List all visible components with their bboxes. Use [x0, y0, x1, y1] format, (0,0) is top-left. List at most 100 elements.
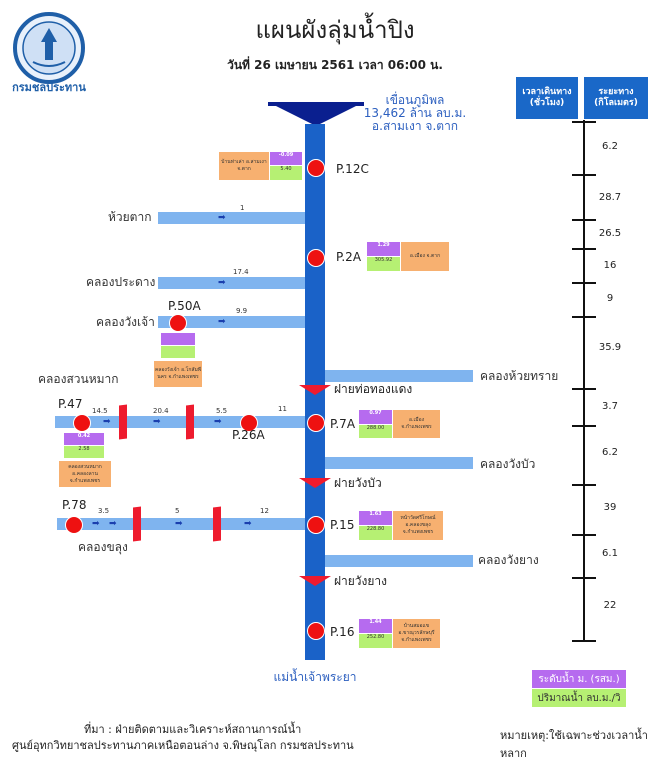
- p15-flow-box: 228.80: [359, 526, 392, 540]
- p50a-flow-box: [161, 346, 195, 358]
- timeline-value: 26.5: [598, 228, 622, 239]
- weir-label-wang-yang: ฝายวังยาง: [334, 574, 388, 588]
- station-p12c-marker[interactable]: [307, 159, 325, 177]
- weir-tho-thong-daeng-icon: [299, 385, 331, 395]
- timeline-value: 6.2: [602, 141, 618, 152]
- station-p15-marker[interactable]: [307, 516, 325, 534]
- station-p2a-label: P.2A: [336, 250, 362, 264]
- station-p47-marker[interactable]: [73, 414, 91, 432]
- tributary-khlong-wang-yang: [325, 555, 473, 567]
- timeline-value: 9: [606, 293, 614, 304]
- distance-label: 3.5: [98, 507, 110, 515]
- station-p50a-label: P.50A: [168, 299, 201, 313]
- timeline-value: 35.9: [598, 342, 622, 353]
- distance-label: 12: [260, 507, 269, 515]
- timeline-value: 28.7: [598, 192, 622, 203]
- flow-arrow-icon: ➡: [244, 519, 252, 529]
- source-line-2: ศูนย์อุทกวิทยาชลประทานภาคเหนือตอนล่าง จ.…: [12, 739, 354, 752]
- timeline-tick: [572, 248, 596, 250]
- station-p2a-marker[interactable]: [307, 249, 325, 267]
- station-p26a-marker[interactable]: [240, 414, 258, 432]
- timeline-axis: [583, 120, 585, 642]
- station-p78-marker[interactable]: [65, 516, 83, 534]
- distance-label: 1: [240, 204, 245, 212]
- p12c-level-box: -0.09: [270, 152, 302, 165]
- column-header-travel-time: เวลาเดินทาง (ชั่วโมง): [516, 77, 578, 119]
- weir-gate-icon: [213, 506, 221, 542]
- distance-label: 9.9: [236, 307, 248, 315]
- logo-text: กรมชลประทาน: [12, 81, 86, 94]
- p16-flow-box: 252.80: [359, 634, 392, 648]
- tributary-khlong-wang-chao: [158, 316, 305, 328]
- station-p12c-label: P.12C: [336, 162, 369, 176]
- dam-location: อ.สามเงา จ.ตาก: [371, 119, 459, 133]
- p7a-level-box: 0.97: [359, 410, 392, 424]
- p50a-place-box: คลองวังเจ้า อ.โกสัมพีนคร จ.กำแพงเพชร: [154, 361, 202, 387]
- station-p78-label: P.78: [62, 498, 87, 512]
- p50a-level-box: [161, 333, 195, 345]
- weir-label-tho-thong-daeng: ฝายท่อทองแดง: [334, 382, 413, 396]
- tributary-label-khlong-suan-mak: คลองสวนหมาก: [38, 372, 119, 386]
- flow-arrow-icon: ➡: [92, 519, 100, 529]
- station-p16-label: P.16: [330, 625, 355, 639]
- timeline-tick: [572, 219, 596, 221]
- tributary-label-khlong-khlung: คลองขลุง: [78, 540, 128, 554]
- legend-water-flow: ปริมาณน้ำ ลบ.ม./วิ: [532, 689, 626, 707]
- station-p50a-marker[interactable]: [169, 314, 187, 332]
- weir-gate-icon: [186, 404, 194, 440]
- p15-level-box: 1.63: [359, 511, 392, 525]
- flow-arrow-icon: ➡: [218, 317, 226, 327]
- flow-arrow-icon: ➡: [218, 213, 226, 223]
- p47-flow-box: 2.58: [64, 446, 104, 458]
- distance-label: 14.5: [92, 407, 108, 415]
- tributary-label-khlong-pradang: คลองประดาง: [86, 275, 156, 289]
- station-p7a-marker[interactable]: [307, 414, 325, 432]
- weir-wang-yang-icon: [299, 576, 331, 586]
- timeline-value: 16: [603, 260, 617, 271]
- dam-label: เขื่อนภูมิพล 13,462 ล้าน ลบ.ม. อ.สามเงา …: [360, 94, 470, 133]
- tributary-label-khlong-wang-chao: คลองวังเจ้า: [96, 315, 155, 329]
- p7a-place-box: อ.เมือง จ.กำแพงเพชร: [393, 410, 440, 438]
- weir-wang-bua-icon: [299, 478, 331, 488]
- timeline-tick: [572, 484, 596, 486]
- page-title: แผนผังลุ่มน้ำปิง: [255, 16, 415, 44]
- timeline-value: 39: [603, 502, 617, 513]
- station-p47-label: P.47: [58, 397, 83, 411]
- timeline-value: 3.7: [602, 401, 618, 412]
- timeline-tick: [572, 174, 596, 176]
- distance-label: 20.4: [153, 407, 169, 415]
- flow-arrow-icon: ➡: [218, 278, 226, 288]
- p47-level-box: 0.42: [64, 433, 104, 445]
- p2a-level-box: 1.29: [367, 242, 400, 256]
- tributary-label-khlong-huay-sai: คลองห้วยทราย: [480, 369, 559, 383]
- date-subtitle: วันที่ 26 เมษายน 2561 เวลา 06:00 น.: [227, 58, 443, 72]
- flow-arrow-icon: ➡: [175, 519, 183, 529]
- p15-place-box: หน้าวัดศรีโกษณ์ อ.คลองขลุง จ.กำแพงเพชร: [393, 511, 443, 540]
- dam-name: เขื่อนภูมิพล: [385, 93, 445, 107]
- source-line-1: ที่มา : ฝ่ายติดตามและวิเคราะห์สถานการณ์น…: [84, 723, 302, 736]
- station-p16-marker[interactable]: [307, 622, 325, 640]
- weir-gate-icon: [119, 404, 127, 440]
- tributary-label-khlong-wang-bua: คลองวังบัว: [480, 457, 536, 471]
- tributary-khlong-huay-sai: [325, 370, 473, 382]
- timeline-tick: [572, 425, 596, 427]
- chao-phraya-river-label: แม่น้ำเจ้าพระยา: [273, 670, 357, 684]
- timeline-tick: [572, 282, 596, 284]
- tributary-p47-branch: [55, 416, 305, 428]
- weir-label-wang-bua: ฝายวังบัว: [334, 476, 382, 490]
- distance-label: 5: [175, 507, 180, 515]
- p2a-flow-box: 305.92: [367, 257, 400, 271]
- timeline-tick: [572, 316, 596, 318]
- tributary-label-khlong-wang-yang: คลองวังยาง: [478, 553, 539, 567]
- tributary-huay-tak: [158, 212, 305, 224]
- tributary-khlong-wang-bua: [325, 457, 473, 469]
- distance-label: 5.5: [216, 407, 228, 415]
- flow-arrow-icon: ➡: [153, 417, 161, 427]
- timeline-tick: [572, 121, 596, 123]
- p16-place-box: บ้านสมอแข อ.ขาณุวรลักษบุรี จ.กำแพงเพชร: [393, 619, 440, 648]
- dam-icon: [272, 104, 360, 126]
- distance-label: 11: [278, 405, 287, 413]
- station-p15-label: P.15: [330, 518, 355, 532]
- timeline-tick: [572, 388, 596, 390]
- station-p7a-label: P.7A: [330, 417, 356, 431]
